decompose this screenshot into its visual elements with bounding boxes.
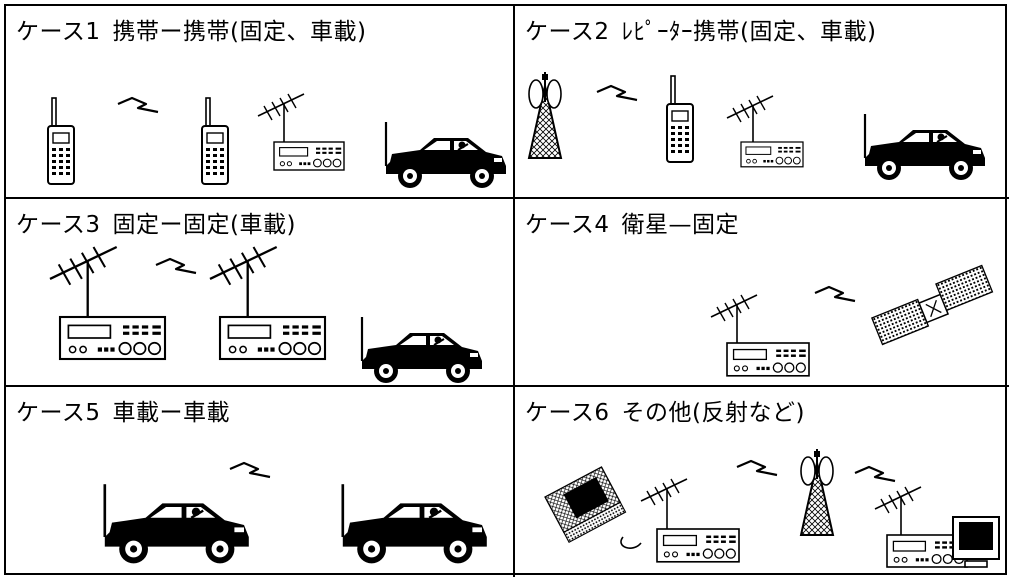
base-station-radio-icon	[218, 315, 327, 361]
case-4-description: 衛星—固定	[621, 212, 739, 238]
car-radio-icon	[341, 482, 489, 565]
yagi-antenna-icon	[48, 245, 118, 324]
yagi-antenna-icon	[257, 93, 305, 147]
case-5-description: 車載ー車載	[112, 400, 230, 426]
case-1-title: ケース1 携帯ー携帯(固定、車載)	[16, 12, 366, 46]
case-5-illustration	[103, 461, 489, 565]
radio-wave-icon	[116, 96, 160, 114]
case-5-title: ケース5 車載ー車載	[16, 393, 230, 427]
case-3-panel: ケース3 固定ー固定(車載)	[6, 199, 515, 387]
radio-wave-icon	[595, 84, 639, 102]
case-1-description: 携帯ー携帯(固定、車載)	[112, 19, 367, 45]
computer-monitor-icon	[952, 516, 1000, 568]
repeater-tower-icon	[528, 71, 562, 159]
yagi-antenna-icon	[726, 95, 774, 149]
case-grid: ケース1 携帯ー携帯(固定、車載) ケース2 ﾚﾋﾟｰﾀｰ携帯(固定、車載) ケース…	[4, 4, 1009, 577]
satellite-icon	[868, 264, 997, 346]
car-radio-icon	[863, 112, 987, 182]
case-4-panel: ケース4 衛星—固定	[515, 199, 1009, 387]
base-station-radio-icon	[740, 141, 804, 168]
yagi-antenna-icon	[640, 478, 688, 532]
radio-wave-icon	[735, 459, 779, 477]
case-3-description: 固定ー固定(車載)	[112, 212, 296, 238]
handheld-radio-icon	[666, 75, 694, 163]
case-2-description: ﾚﾋﾟｰﾀｰ携帯(固定、車載)	[621, 19, 877, 45]
case-4-illustration	[710, 264, 997, 377]
handheld-radio-icon	[47, 97, 75, 185]
yagi-antenna-icon	[208, 245, 278, 324]
base-station-radio-icon	[58, 315, 167, 361]
case-4-title: ケース4 衛星—固定	[525, 205, 739, 239]
case-2-title: ケース2 ﾚﾋﾟｰﾀｰ携帯(固定、車載)	[525, 12, 876, 46]
car-radio-icon	[360, 315, 484, 385]
car-radio-icon	[103, 482, 251, 565]
case-3-title: ケース3 固定ー固定(車載)	[16, 205, 296, 239]
base-station-radio-icon	[656, 528, 740, 563]
case-5-panel: ケース5 車載ー車載	[6, 387, 515, 577]
case-6-panel: ケース6 その他(反射など)	[515, 387, 1009, 577]
case-3-label: ケース3	[16, 212, 101, 238]
case-3-illustration	[48, 245, 484, 385]
radio-wave-icon	[154, 257, 198, 275]
base-station-radio-icon	[273, 141, 345, 171]
case-5-label: ケース5	[16, 400, 101, 426]
case-2-label: ケース2	[525, 19, 610, 45]
case-6-description: その他(反射など)	[621, 400, 805, 426]
car-radio-icon	[384, 120, 508, 190]
case-6-title: ケース6 その他(反射など)	[525, 393, 805, 427]
case-6-label: ケース6	[525, 400, 610, 426]
case-1-panel: ケース1 携帯ー携帯(固定、車載)	[6, 6, 515, 199]
case-6-illustration	[544, 448, 1000, 568]
case-2-illustration	[528, 71, 987, 182]
case-2-panel: ケース2 ﾚﾋﾟｰﾀｰ携帯(固定、車載)	[515, 6, 1009, 199]
yagi-antenna-icon	[710, 294, 758, 348]
radio-wave-icon	[228, 461, 272, 479]
case-4-label: ケース4	[525, 212, 610, 238]
case-1-illustration	[47, 93, 508, 190]
case-1-label: ケース1	[16, 19, 101, 45]
handheld-radio-icon	[201, 97, 229, 185]
laptop-icon	[544, 466, 627, 543]
yagi-antenna-icon	[874, 486, 922, 540]
base-station-radio-icon	[726, 342, 810, 377]
repeater-tower-icon	[800, 448, 834, 536]
radio-wave-icon	[813, 285, 857, 303]
radio-wave-icon	[853, 465, 897, 483]
